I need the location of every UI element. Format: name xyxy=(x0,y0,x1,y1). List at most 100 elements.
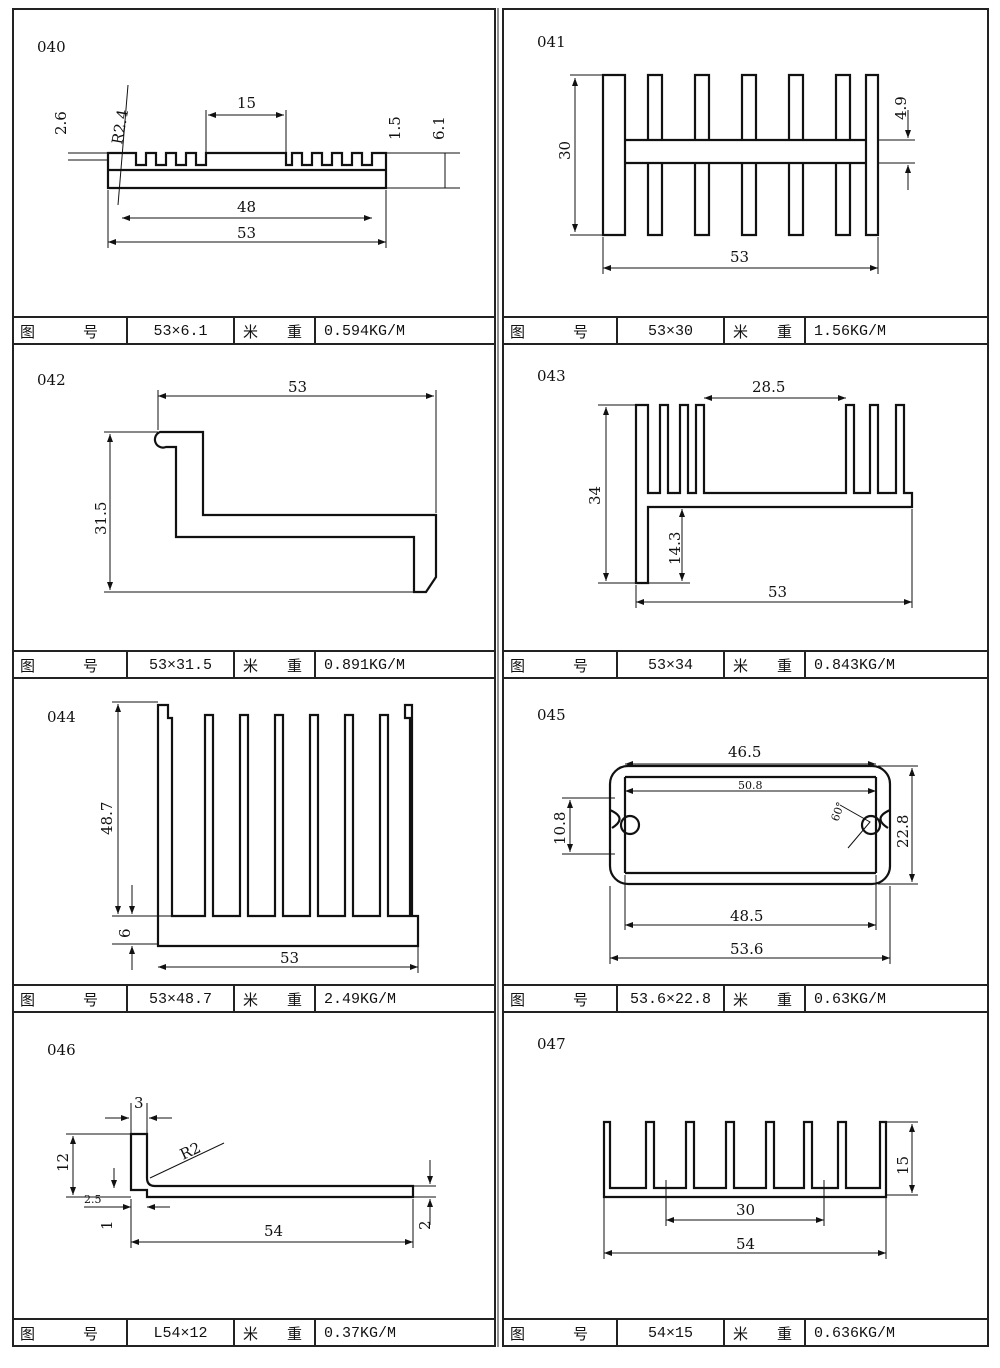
dimension-label: 1.5 xyxy=(386,116,404,140)
dimension-label: 53.6 xyxy=(730,940,763,958)
dimension-label: 54 xyxy=(264,1222,283,1240)
dimension-label: 31.5 xyxy=(92,502,110,535)
dimension-label: 28.5 xyxy=(752,378,785,396)
label-char: 图 xyxy=(510,1327,526,1344)
profile-040-drawing: 040 15 48 53 2.6 R2.4 1.5 6.1 xyxy=(37,38,460,248)
panel-047 xyxy=(502,1011,989,1347)
label-char: 米 xyxy=(243,993,259,1010)
weight-per-meter: 0.843KG/M xyxy=(814,657,896,674)
weight-per-meter: 0.891KG/M xyxy=(324,657,406,674)
weight-label: 米重 xyxy=(725,1320,806,1347)
label-char: 重 xyxy=(286,1327,302,1344)
profile-042-drawing: 042 53 31.5 xyxy=(37,371,438,594)
spec-row: 图号 53.6×22.8 米重 0.63KG/M xyxy=(502,984,989,1013)
weight-label: 米重 xyxy=(725,652,806,679)
label-char: 号 xyxy=(572,325,588,342)
spec-row: 图号 53×34 米重 0.843KG/M xyxy=(502,650,989,679)
dimension-label: 48.5 xyxy=(730,907,763,925)
weight-label: 米重 xyxy=(235,652,316,679)
label-char: 米 xyxy=(243,325,259,342)
dimension-label: 53 xyxy=(768,583,787,601)
label-char: 号 xyxy=(572,993,588,1010)
label-char: 重 xyxy=(286,993,302,1010)
spec-row: 图号 53×30 米 重 1.56KG/M xyxy=(502,316,989,345)
label-char: 图 xyxy=(510,659,526,676)
profile-045-drawing: 045 46.5 50.8 10.8 22.8 60° 48.5 53.6 xyxy=(537,706,918,964)
dimension-label: 14.3 xyxy=(666,532,684,565)
label-char: 重 xyxy=(776,659,792,676)
profile-size: 53×31.5 xyxy=(128,652,235,679)
label-char: 米 xyxy=(733,659,749,676)
dimension-label: 53 xyxy=(730,248,749,266)
profile-047-drawing: 047 30 54 15 xyxy=(537,1035,918,1259)
dimension-label: 044 xyxy=(47,708,76,726)
weight-per-meter: 0.63KG/M xyxy=(814,991,887,1008)
dimension-label: 15 xyxy=(894,1156,912,1175)
dimension-label: 53 xyxy=(237,224,256,242)
label-char: 图 xyxy=(20,993,36,1010)
label-char: 图 xyxy=(20,325,36,342)
dimension-label: 2.5 xyxy=(84,1193,102,1206)
label-char: 重 xyxy=(776,1327,792,1344)
label-char: 图 xyxy=(510,993,526,1010)
weight-per-meter: 1.56KG/M xyxy=(814,323,887,340)
weight-per-meter: 2.49KG/M xyxy=(324,991,397,1008)
label-char: 米 xyxy=(243,1327,259,1344)
label-char: 号 xyxy=(82,1327,98,1344)
dimension-label: 6 xyxy=(116,928,134,938)
label-char: 重 xyxy=(286,325,302,342)
weight-label: 米重 xyxy=(235,1320,316,1347)
profile-size: 53×30 xyxy=(618,318,725,345)
label-char: 号 xyxy=(572,1327,588,1344)
drawing-no-label: 图号 xyxy=(502,318,618,345)
label-char: 重 xyxy=(286,659,302,676)
spec-row: 图号 L54×12 米重 0.37KG/M xyxy=(12,1318,496,1347)
dimension-label: 2.6 xyxy=(52,111,70,135)
dimension-label: 54 xyxy=(736,1235,755,1253)
dimension-label: 53 xyxy=(280,949,299,967)
dimension-label: 4.9 xyxy=(892,96,910,120)
spec-row: 图号 53×6.1 米重 0.594KG/M xyxy=(12,316,496,345)
dimension-label: 30 xyxy=(556,141,574,160)
dimension-label: 34 xyxy=(586,486,604,505)
dimension-label: R2 xyxy=(177,1139,203,1164)
label-char: 重 xyxy=(776,325,792,342)
profile-043-drawing: 043 28.5 34 14.3 53 xyxy=(537,367,914,608)
label-char: 米 xyxy=(733,325,749,342)
weight-per-meter: 0.594KG/M xyxy=(324,323,406,340)
panel-046 xyxy=(12,1011,496,1347)
dimension-label: 042 xyxy=(37,371,66,389)
dimension-label: 045 xyxy=(537,706,566,724)
profile-number: 040 xyxy=(37,38,66,56)
dimension-label: 047 xyxy=(537,1035,566,1053)
drawing-no-label: 图号 xyxy=(502,652,618,679)
profile-041-drawing: 041 30 53 4.9 xyxy=(537,33,915,274)
profile-044-drawing: 044 48.7 6 53 xyxy=(47,701,420,973)
dimension-label: 30 xyxy=(736,1201,755,1219)
profile-size: 53×6.1 xyxy=(128,318,235,345)
dimension-label: 10.8 xyxy=(551,812,569,845)
dimension-label: 53 xyxy=(288,378,307,396)
drawing-no-label: 图号 xyxy=(12,652,128,679)
weight-per-meter: 0.636KG/M xyxy=(814,1325,896,1342)
weight-label: 米重 xyxy=(235,986,316,1013)
profile-size: 54×15 xyxy=(618,1320,725,1347)
dimension-label: 15 xyxy=(237,94,256,112)
spec-row: 图号 53×31.5 米重 0.891KG/M xyxy=(12,650,496,679)
dimension-label: 48.7 xyxy=(98,802,116,835)
dimension-label: 12 xyxy=(54,1153,72,1172)
dimension-label: 041 xyxy=(537,33,566,51)
dimension-label: 3 xyxy=(134,1094,144,1112)
weight-per-meter: 0.37KG/M xyxy=(324,1325,397,1342)
dimension-label: 046 xyxy=(47,1041,76,1059)
profile-046-drawing: 046 3 12 R2 2.5 1 54 2 xyxy=(47,1041,436,1248)
label-char: 图 xyxy=(20,659,36,676)
label-char: 米 xyxy=(733,1327,749,1344)
label-char: 号 xyxy=(82,325,98,342)
label-char: 米 xyxy=(243,659,259,676)
label-char: 图 xyxy=(20,1327,36,1344)
label-char: 米 xyxy=(733,993,749,1010)
dimension-label: 46.5 xyxy=(728,743,761,761)
weight-label: 米重 xyxy=(235,318,316,345)
